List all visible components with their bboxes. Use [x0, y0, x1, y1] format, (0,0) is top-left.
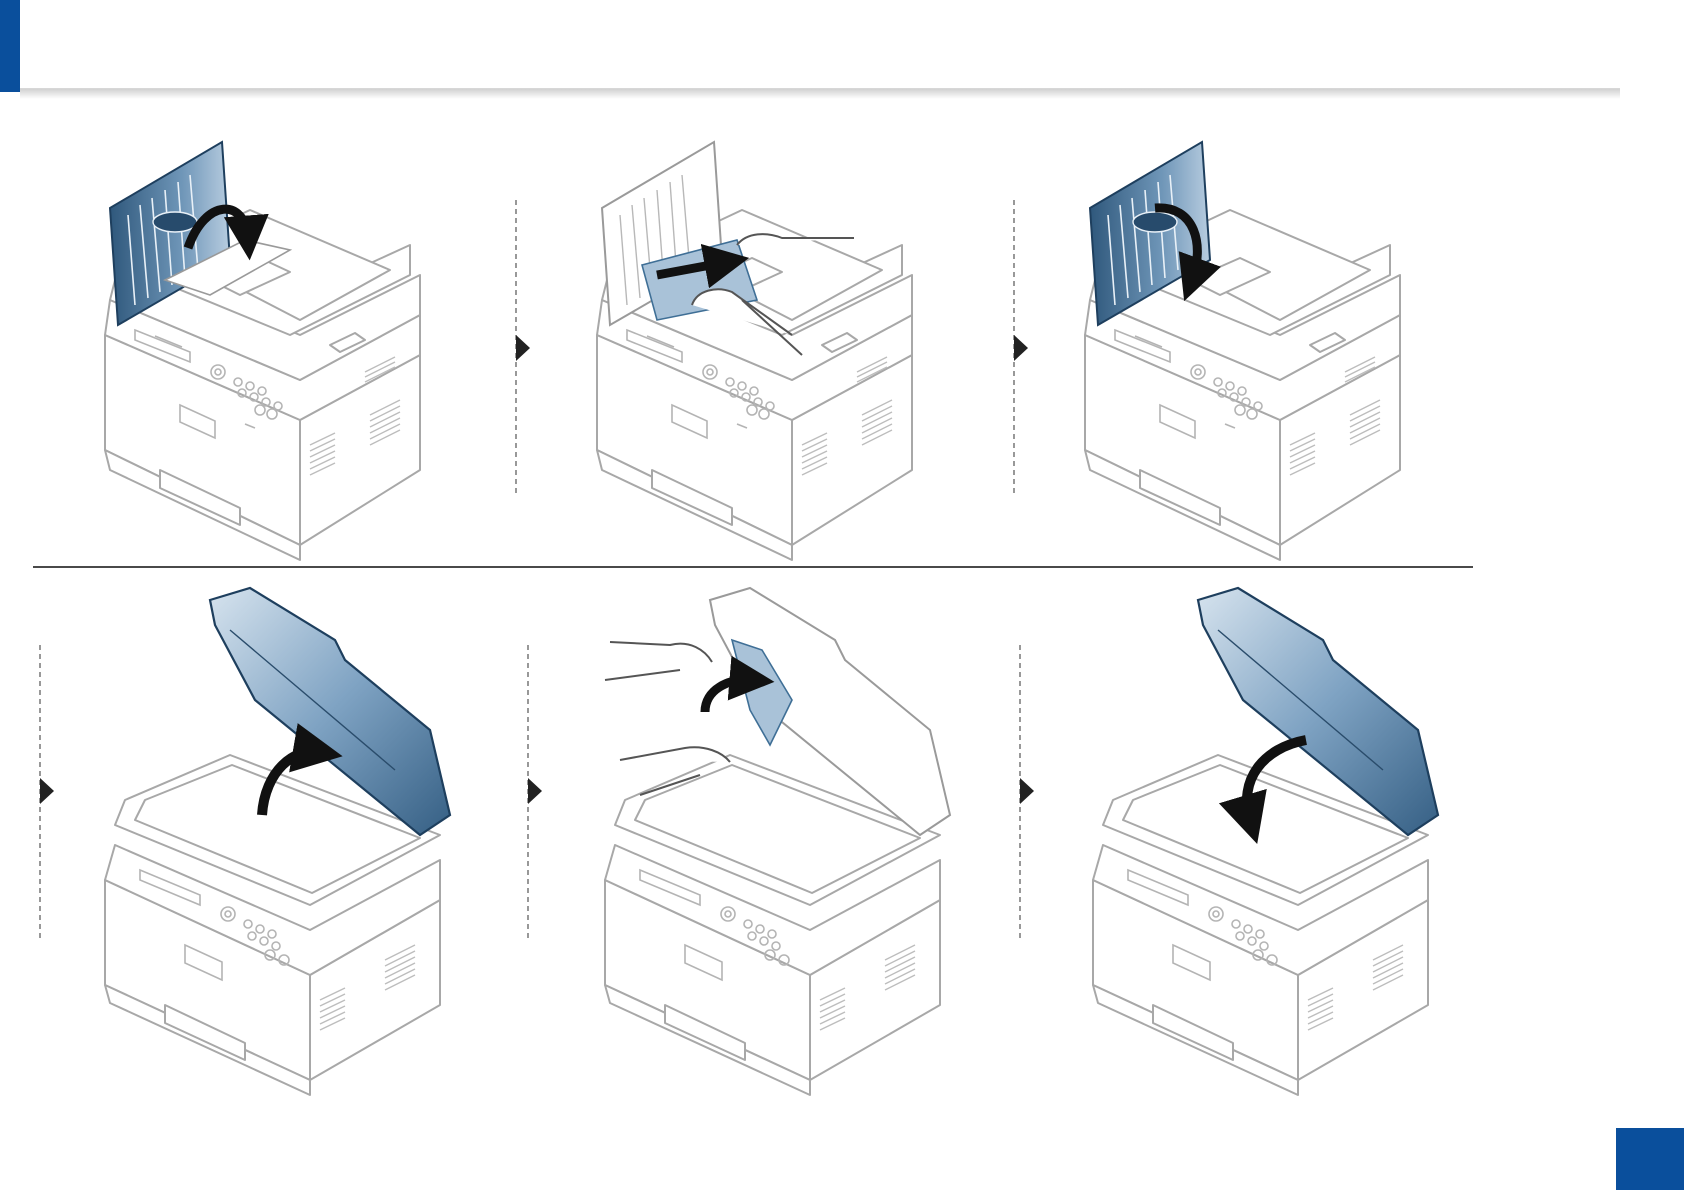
- step-6-close-scanner-lid: [1093, 588, 1438, 1095]
- step-4-open-scanner-lid: [105, 588, 450, 1095]
- step-separator: [1014, 200, 1028, 495]
- step-separator: [516, 200, 530, 495]
- step-separator: [40, 645, 54, 940]
- step-separator: [1020, 645, 1034, 940]
- step-1-open-feeder-cover: [105, 142, 420, 560]
- step-2-pull-out-paper: [597, 142, 912, 560]
- step-separator: [528, 645, 542, 940]
- step-3-close-feeder-cover: [1085, 142, 1400, 560]
- step-5-remove-paper-from-lid: [605, 588, 950, 1095]
